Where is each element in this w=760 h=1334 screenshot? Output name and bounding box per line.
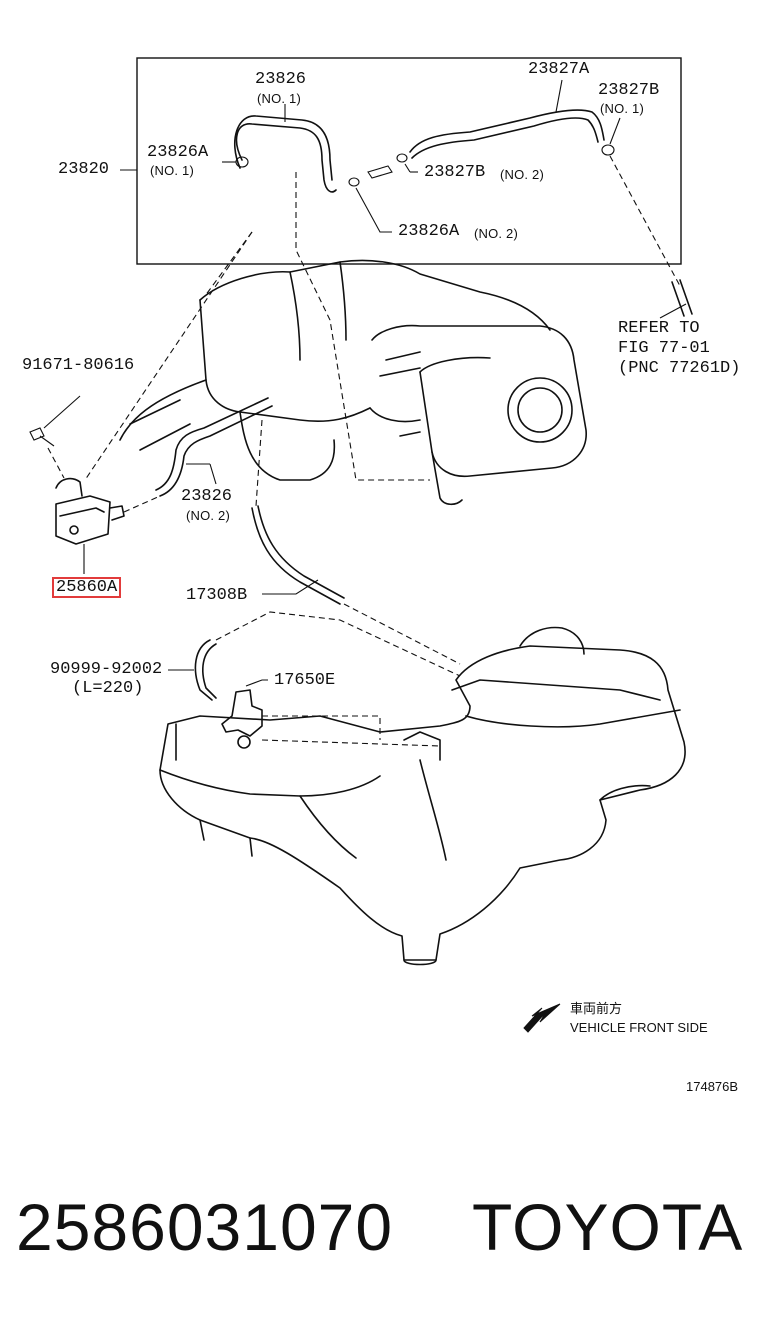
clamp-23827B-no1 <box>601 144 615 156</box>
callout-23826A-no1-sub: (NO. 1) <box>150 163 195 178</box>
bolt-91671 <box>29 427 55 447</box>
hose-23827A <box>409 109 605 153</box>
direction-label-en: VEHICLE FRONT SIDE <box>570 1020 708 1035</box>
brand-name: TOYOTA <box>472 1190 744 1264</box>
callout-17308B: 17308B <box>186 586 248 605</box>
hose-group-box <box>136 57 682 265</box>
hose-90999 <box>194 639 213 701</box>
leader-23827A <box>555 79 563 113</box>
fitting-23827B-no2 <box>367 165 393 179</box>
callout-91671-80616: 91671-80616 <box>22 356 135 375</box>
vsv-17650E <box>221 689 263 749</box>
callout-90999-length: (L=220) <box>72 679 144 698</box>
callout-25860A[interactable]: 25860A <box>52 577 122 598</box>
hose-23826-no1 <box>235 123 337 193</box>
callout-23827B-no2-sub: (NO. 2) <box>500 167 545 182</box>
figure-id: 174876B <box>686 1079 739 1094</box>
callout-90999-92002: 90999-92002 <box>50 660 163 679</box>
refer-line-3: (PNC 77261D) <box>618 359 741 378</box>
callout-23827B-no2: 23827B <box>424 163 486 182</box>
callout-23827B-no1: 23827B <box>598 81 660 100</box>
engine-upper <box>119 259 587 506</box>
callout-23826-no2: 23826 <box>181 487 233 506</box>
hose-17308B <box>251 507 341 605</box>
callout-23826A-no2: 23826A <box>398 222 460 241</box>
refer-line-2: FIG 77-01 <box>618 339 710 358</box>
callout-23826A-no2-sub: (NO. 2) <box>474 226 519 241</box>
callout-23827B-no1-sub: (NO. 1) <box>600 101 645 116</box>
callout-23826-no1-sub: (NO. 1) <box>257 91 302 106</box>
front-arrow-icon <box>523 1003 561 1033</box>
callout-23827A: 23827A <box>528 60 590 79</box>
clamp-23826A-no2 <box>348 177 360 187</box>
vsv-25860A <box>55 477 125 545</box>
callout-23820: 23820 <box>58 160 110 179</box>
part-number: 2586031070 <box>16 1190 394 1264</box>
hose-23826-no2 <box>155 397 269 491</box>
callout-17650E: 17650E <box>274 671 336 690</box>
refer-line-1: REFER TO <box>618 319 700 338</box>
pipe-ref <box>671 279 693 317</box>
callout-23826-no1: 23826 <box>255 70 307 89</box>
callout-23826-no2-sub: (NO. 2) <box>186 508 231 523</box>
intake-manifold <box>159 626 686 966</box>
callout-23826A-no1: 23826A <box>147 143 209 162</box>
direction-label-jp: 車両前方 <box>570 1001 623 1016</box>
